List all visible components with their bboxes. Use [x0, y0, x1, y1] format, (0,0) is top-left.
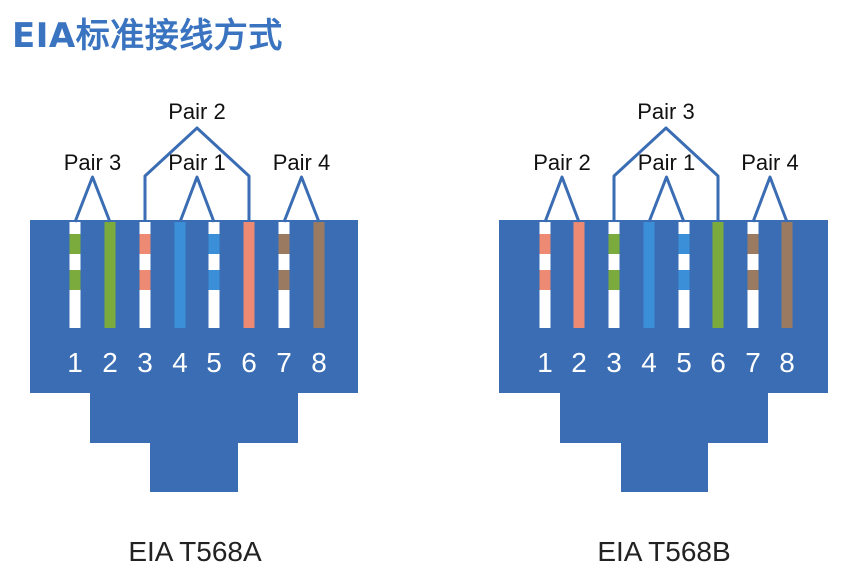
pair-bracket [178, 175, 216, 223]
wire-4-base [174, 222, 186, 328]
wire-8-base [781, 222, 793, 328]
wire-5-stripe [208, 270, 220, 290]
pin-number-3: 3 [137, 347, 153, 378]
pair-bracket [282, 175, 321, 223]
pair-label: Pair 2 [168, 99, 225, 124]
pair-label: Pair 4 [741, 150, 798, 175]
wire-1 [69, 222, 81, 328]
wire-1 [539, 222, 551, 328]
pin-number-6: 6 [241, 347, 257, 378]
wire-5 [678, 222, 690, 328]
wire-5-stripe [208, 234, 220, 254]
pin-number-5: 5 [206, 347, 222, 378]
pair-label: Pair 1 [638, 150, 695, 175]
pair-bracket [143, 126, 251, 222]
pair-label: Pair 3 [64, 150, 121, 175]
pin-number-2: 2 [571, 347, 587, 378]
pair-bracket [73, 175, 112, 223]
wire-1-stripe [69, 270, 81, 290]
standard-caption: EIA T568B [597, 536, 730, 567]
pair-label: Pair 2 [533, 150, 590, 175]
wire-4 [174, 222, 186, 328]
wire-7 [278, 222, 290, 328]
wire-6 [712, 222, 724, 328]
wire-3 [139, 222, 151, 328]
page-title: EIA标准接线方式 [12, 16, 283, 56]
wire-6-base [243, 222, 255, 328]
wire-3-stripe [608, 270, 620, 290]
pin-number-4: 4 [641, 347, 657, 378]
wire-6-base [712, 222, 724, 328]
wire-8 [781, 222, 793, 328]
wire-8 [313, 222, 325, 328]
wire-5 [208, 222, 220, 328]
wire-3-stripe [608, 234, 620, 254]
pair-label: Pair 1 [168, 150, 225, 175]
pin-number-5: 5 [676, 347, 692, 378]
wire-4-base [643, 222, 655, 328]
pin-number-7: 7 [745, 347, 761, 378]
pair-bracket [751, 175, 789, 223]
pair-bracket [543, 175, 581, 223]
wire-2-base [573, 222, 585, 328]
wire-1-stripe [539, 270, 551, 290]
pin-number-8: 8 [311, 347, 327, 378]
wire-3-stripe [139, 270, 151, 290]
wire-5-stripe [678, 270, 690, 290]
wire-2 [573, 222, 585, 328]
wire-7 [747, 222, 759, 328]
wire-2 [104, 222, 116, 328]
wire-4 [643, 222, 655, 328]
standard-caption: EIA T568A [128, 536, 262, 567]
wire-2-base [104, 222, 116, 328]
pin-number-1: 1 [67, 347, 83, 378]
wire-1-stripe [539, 234, 551, 254]
pin-number-1: 1 [537, 347, 553, 378]
pair-bracket [612, 126, 720, 222]
wire-5-stripe [678, 234, 690, 254]
pin-number-8: 8 [779, 347, 795, 378]
pin-number-6: 6 [710, 347, 726, 378]
pin-number-4: 4 [172, 347, 188, 378]
wire-7-stripe [747, 270, 759, 290]
wire-7-stripe [747, 234, 759, 254]
pair-bracket [647, 175, 686, 223]
pin-number-2: 2 [102, 347, 118, 378]
wire-8-base [313, 222, 325, 328]
wire-1-stripe [69, 234, 81, 254]
wire-6 [243, 222, 255, 328]
pair-label: Pair 3 [637, 99, 694, 124]
wire-7-stripe [278, 270, 290, 290]
pin-number-7: 7 [276, 347, 292, 378]
wire-3 [608, 222, 620, 328]
pair-label: Pair 4 [273, 150, 330, 175]
wire-3-stripe [139, 234, 151, 254]
pin-number-3: 3 [606, 347, 622, 378]
wire-7-stripe [278, 234, 290, 254]
